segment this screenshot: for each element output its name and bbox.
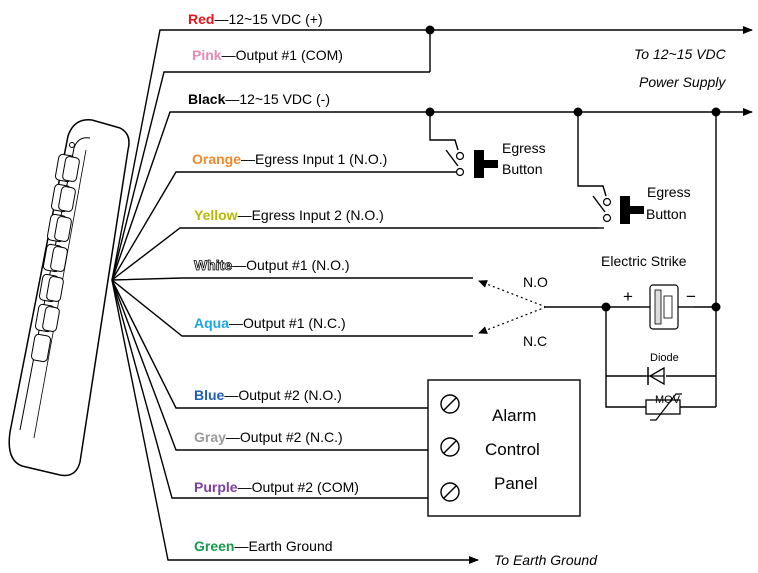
electric-strike-label: Electric Strike <box>601 253 687 269</box>
wire-dash: — <box>238 207 252 223</box>
wire-description: Egress Input 2 (N.O.) <box>252 207 384 223</box>
keypad-reader <box>8 119 130 477</box>
wire-dash: — <box>224 387 238 403</box>
wire-label-black: Black—12~15 VDC (-) <box>188 91 330 107</box>
wire-label-aqua: Aqua—Output #1 (N.C.) <box>194 315 346 331</box>
wire-color-name: Gray <box>194 429 226 445</box>
wire-labels: Red—12~15 VDC (+)Pink—Output #1 (COM)Bla… <box>188 11 387 554</box>
wire-dash: — <box>225 91 239 107</box>
wire-description: Output #2 (COM) <box>252 479 359 495</box>
alarm-panel-label-1: Alarm <box>492 406 536 425</box>
egress-button-1 <box>445 149 498 178</box>
junction-dot <box>425 107 435 117</box>
wire-description: 12~15 VDC (+) <box>228 11 322 27</box>
diode-label: Diode <box>650 352 679 364</box>
wire-label-gray: Gray—Output #2 (N.C.) <box>194 429 343 445</box>
wire-description: Output #1 (N.C.) <box>243 315 346 331</box>
power-supply-label-line1: To 12~15 VDC <box>634 46 727 62</box>
junction-dot <box>711 302 721 312</box>
alarm-control-panel <box>427 379 581 517</box>
wire-description: Earth Ground <box>248 538 332 554</box>
wire-label-yellow: Yellow—Egress Input 2 (N.O.) <box>194 207 384 223</box>
junction-dot <box>425 25 435 35</box>
wire-dash: — <box>222 47 236 63</box>
wire-label-purple: Purple—Output #2 (COM) <box>194 479 359 495</box>
wire-color-name: Green <box>194 538 234 554</box>
power-supply-label-line2: Power Supply <box>639 74 726 90</box>
wire-color-name: Purple <box>194 479 238 495</box>
suppression-branch <box>605 307 716 408</box>
wire-color-name: Yellow <box>194 207 238 223</box>
wire-description: Output #1 (COM) <box>236 47 343 63</box>
egress-button-2-label-b: Button <box>646 206 686 222</box>
relay-nc-label: N.C <box>523 333 547 349</box>
egress-button-2 <box>592 195 644 229</box>
wire-color-name: Black <box>188 91 226 107</box>
mov-symbol <box>645 393 682 421</box>
egress-button-1-label-b: Button <box>502 161 542 177</box>
egress-button-1-label: Egress <box>502 140 546 156</box>
wire-label-red: Red—12~15 VDC (+) <box>188 11 323 27</box>
wire-label-blue: Blue—Output #2 (N.O.) <box>194 387 342 403</box>
wire-label-orange: Orange—Egress Input 1 (N.O.) <box>192 151 387 167</box>
wire-label-green: Green—Earth Ground <box>194 538 333 554</box>
alarm-panel-label-3: Panel <box>494 474 537 493</box>
wire-dash: — <box>232 257 246 273</box>
mov-label: MOV <box>655 394 681 406</box>
wire-dash: — <box>214 11 228 27</box>
wire-color-name: Red <box>188 11 214 27</box>
wire-color-name: Orange <box>192 151 241 167</box>
wire-description: Output #2 (N.O.) <box>238 387 341 403</box>
wire-description: 12~15 VDC (-) <box>239 91 330 107</box>
wire-description: Egress Input 1 (N.O.) <box>255 151 387 167</box>
power-rails <box>429 26 753 407</box>
wire-label-white: White—Output #1 (N.O.) <box>194 257 350 273</box>
diode-symbol <box>646 366 665 386</box>
junction-dot <box>601 302 611 312</box>
wire-dash: — <box>226 429 240 445</box>
wire-dash: — <box>238 479 252 495</box>
wire-description: Output #2 (N.C.) <box>240 429 343 445</box>
earth-ground-label: To Earth Ground <box>494 552 598 568</box>
wire-color-name: White <box>194 257 232 273</box>
wire-description: Output #1 (N.O.) <box>246 257 349 273</box>
wire-dash: — <box>241 151 255 167</box>
electric-strike <box>640 284 694 330</box>
wire-color-name: Aqua <box>194 315 229 331</box>
junction-dot <box>711 107 721 117</box>
alarm-panel-label-2: Control <box>485 440 540 459</box>
strike-plus-label: + <box>623 287 633 306</box>
wire-fan <box>111 29 598 564</box>
wire-color-name: Blue <box>194 387 225 403</box>
relay-no-label: N.O <box>523 274 548 290</box>
wire-dash: — <box>229 315 243 331</box>
led-indicator <box>69 142 75 148</box>
strike-minus-label: − <box>686 287 696 306</box>
wire-color-name: Pink <box>192 47 222 63</box>
wire-label-pink: Pink—Output #1 (COM) <box>192 47 343 63</box>
junction-dot <box>573 107 583 117</box>
keypad-buttons <box>30 153 80 363</box>
egress-button-2-label: Egress <box>647 184 691 200</box>
wire-dash: — <box>234 538 248 554</box>
